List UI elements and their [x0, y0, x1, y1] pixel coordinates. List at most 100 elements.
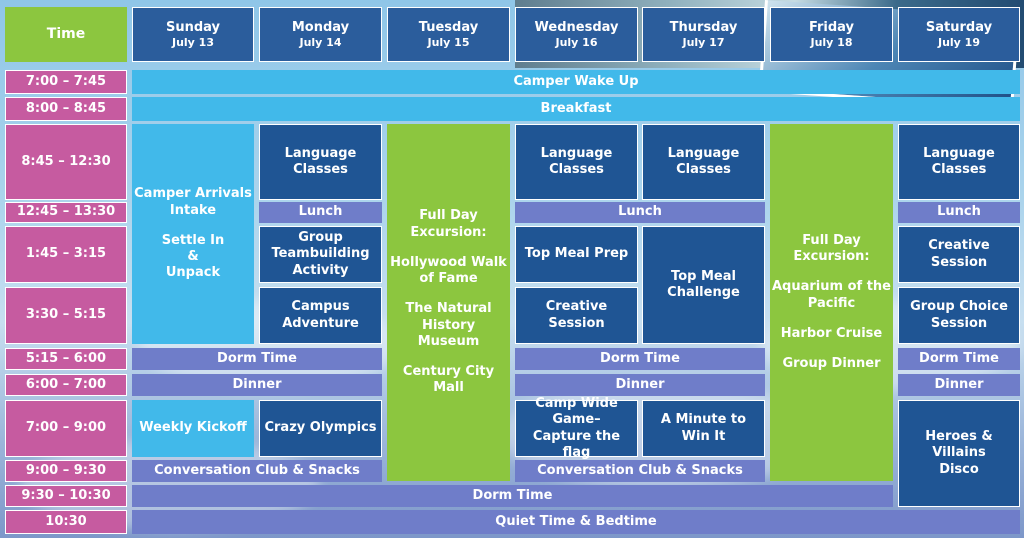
time-slot: 1:45 – 3:15 [5, 226, 127, 283]
campus-adventure-block: Campus Adventure [259, 287, 382, 344]
weekly-kickoff-block: Weekly Kickoff [132, 400, 254, 457]
day-header-tuesday: Tuesday July 15 [387, 7, 510, 62]
block-line: Weekly Kickoff [139, 420, 247, 436]
dorm-time-bar: Dorm Time [132, 485, 893, 507]
block-line: Crazy Olympics [264, 420, 377, 436]
quiet-time-bar: Quiet Time & Bedtime [132, 510, 1020, 534]
time-label: 8:45 – 12:30 [21, 153, 111, 169]
block-line: Language Classes [923, 145, 995, 177]
block-line: Century City [402, 364, 495, 380]
block-line: Harbor Cruise [780, 325, 883, 341]
dorm-time-label: Dorm Time [472, 487, 553, 503]
block-line: Teambuilding [271, 246, 370, 262]
conversation-club-bar: Conversation Club & Snacks [515, 460, 765, 482]
block-line: Conversation Club & Snacks [154, 462, 360, 478]
day-header-wednesday: Wednesday July 16 [515, 7, 638, 62]
block-line: Session [930, 315, 988, 331]
day-header-thursday: Thursday July 17 [642, 7, 765, 62]
breakfast-label: Breakfast [540, 100, 612, 116]
day-name: Saturday [925, 19, 993, 35]
teambuilding-block: Group Teambuilding Activity [259, 226, 382, 283]
language-classes-block: Language Classes [642, 124, 765, 200]
tuesday-excursion-block: Full Day Excursion: Hollywood Walk of Fa… [387, 124, 510, 481]
day-name: Wednesday [534, 19, 619, 35]
creative-session-block: Creative Session [515, 287, 638, 344]
breakfast-bar: Breakfast [132, 97, 1020, 121]
day-date: July 17 [682, 35, 725, 49]
creative-session-block: Creative Session [898, 226, 1020, 283]
block-line: Language Classes [540, 145, 613, 177]
friday-excursion-block: Full Day Excursion: Aquarium of the Paci… [770, 124, 893, 481]
day-date: July 15 [427, 35, 470, 49]
time-header-label: Time [46, 25, 86, 42]
block-line: Unpack [165, 265, 221, 281]
language-classes-block: Language Classes [515, 124, 638, 200]
group-choice-session-block: Group Choice Session [898, 287, 1020, 344]
day-date: July 18 [810, 35, 853, 49]
block-line: The Natural [405, 301, 492, 317]
time-label: 10:30 [45, 513, 87, 529]
time-header: Time [5, 7, 127, 62]
day-date: July 19 [937, 35, 980, 49]
block-line: Pacific [807, 295, 856, 311]
language-classes-block: Language Classes [259, 124, 382, 200]
time-slot: 6:00 – 7:00 [5, 374, 127, 396]
time-slot: 9:00 – 9:30 [5, 460, 127, 482]
day-name: Friday [808, 19, 855, 35]
block-line: Dorm Time [600, 350, 680, 366]
dinner-bar: Dinner [898, 374, 1020, 396]
block-line: of Fame [419, 271, 478, 287]
time-slot: 9:30 – 10:30 [5, 485, 127, 507]
day-date: July 13 [171, 35, 214, 49]
time-slot: 8:00 – 8:45 [5, 97, 127, 121]
day-name: Monday [291, 19, 350, 35]
dorm-time-bar: Dorm Time [898, 348, 1020, 370]
block-line: History Museum [417, 317, 480, 349]
block-line: Mall [433, 380, 464, 396]
time-slot: 3:30 – 5:15 [5, 287, 127, 344]
dinner-bar: Dinner [515, 374, 765, 396]
dorm-time-bar: Dorm Time [515, 348, 765, 370]
block-line: A Minute to Win It [660, 412, 747, 444]
day-name: Thursday [669, 19, 738, 35]
sunday-arrivals-block: Camper Arrivals Intake Settle In & Unpac… [132, 124, 254, 344]
time-label: 6:00 – 7:00 [25, 376, 107, 392]
language-classes-block: Language Classes [898, 124, 1020, 200]
day-name: Sunday [165, 19, 221, 35]
time-label: 12:45 – 13:30 [16, 204, 116, 220]
quiet-time-label: Quiet Time & Bedtime [495, 513, 657, 529]
wake-up-label: Camper Wake Up [513, 73, 639, 89]
lunch-bar: Lunch [515, 202, 765, 223]
block-line: Dorm Time [919, 350, 999, 366]
time-label: 9:30 – 10:30 [21, 487, 111, 503]
day-name: Tuesday [418, 19, 479, 35]
capture-the-flag-block: Camp Wide Game– Capture the flag [515, 396, 638, 460]
wake-up-bar: Camper Wake Up [132, 70, 1020, 94]
day-date: July 16 [555, 35, 598, 49]
block-line: Excursion: [410, 224, 487, 240]
block-line: Disco [939, 461, 979, 477]
dinner-bar: Dinner [132, 374, 382, 396]
block-line: Campus Adventure [282, 299, 359, 331]
heroes-villains-disco-block: Heroes & Villains Disco [898, 400, 1020, 507]
minute-to-win-it-block: A Minute to Win It [642, 400, 765, 457]
block-line: Creative Session [545, 299, 608, 331]
day-header-saturday: Saturday July 19 [898, 7, 1020, 62]
block-line: Activity [292, 262, 349, 278]
time-label: 9:00 – 9:30 [25, 462, 107, 478]
block-line: Intake [169, 202, 217, 218]
time-label: 3:30 – 5:15 [25, 307, 107, 323]
top-meal-prep-block: Top Meal Prep [515, 226, 638, 283]
block-line: Dinner [934, 376, 984, 392]
time-slot: 10:30 [5, 510, 127, 534]
lunch-bar: Lunch [898, 202, 1020, 223]
block-line: Language Classes [284, 145, 357, 177]
block-line: Conversation Club & Snacks [537, 462, 743, 478]
block-line: Group Choice [910, 299, 1008, 315]
day-header-monday: Monday July 14 [259, 7, 382, 62]
time-slot: 12:45 – 13:30 [5, 202, 127, 223]
block-line: Hollywood Walk [390, 254, 507, 270]
time-label: 8:00 – 8:45 [25, 100, 107, 116]
block-line: Settle In [161, 232, 225, 248]
block-line: Dinner [232, 376, 282, 392]
